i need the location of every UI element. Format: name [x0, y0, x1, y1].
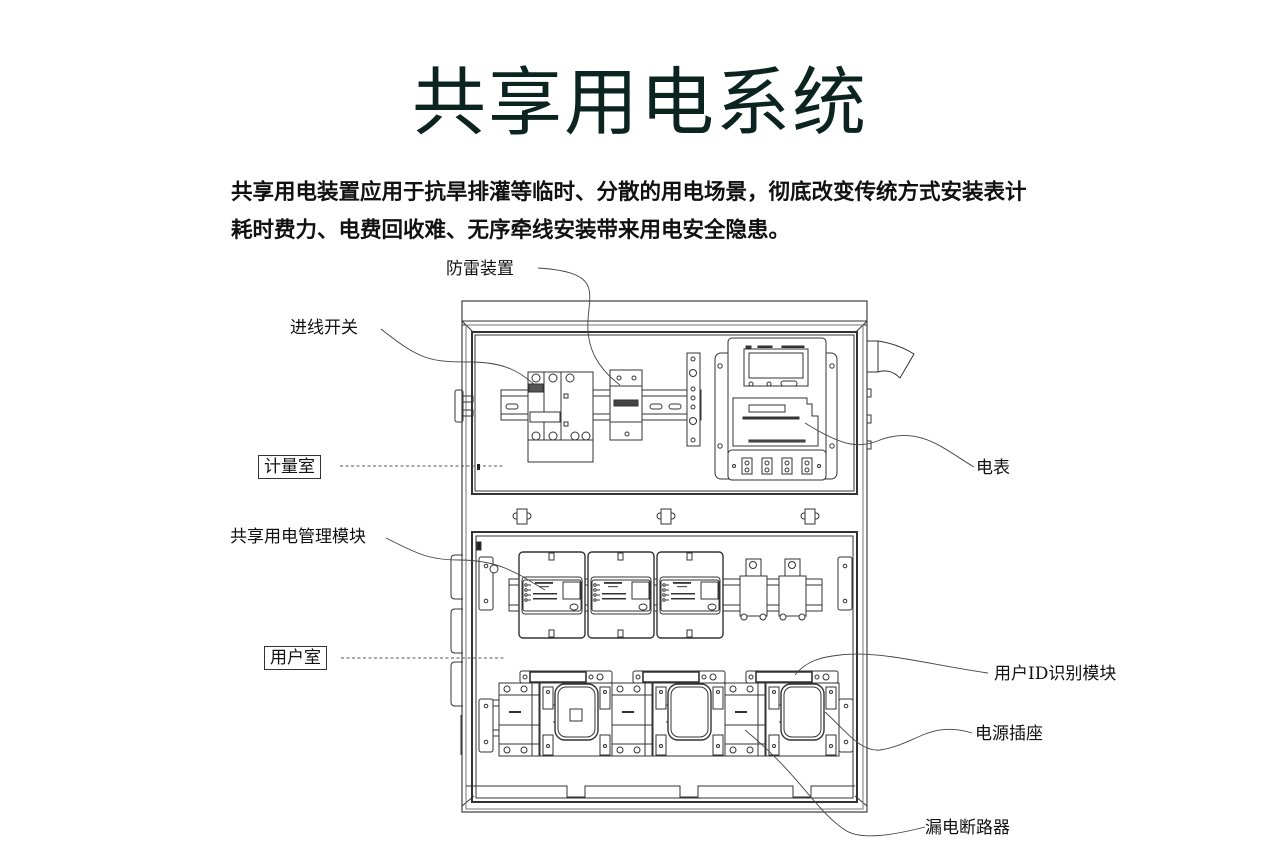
- user-id-module: [520, 671, 612, 683]
- callout-meter-room: 计量室: [258, 455, 321, 479]
- leakage-breaker: [725, 683, 765, 756]
- power-socket: [653, 683, 726, 756]
- page-title: 共享用电系统: [412, 60, 868, 146]
- cabinet-bottom: [466, 786, 855, 797]
- electric-meter-device: [715, 338, 837, 480]
- compartment-hinges: [513, 509, 819, 524]
- management-module: [657, 552, 723, 638]
- hinge-left: [455, 390, 473, 422]
- callout-incoming-switch: 进线开关: [290, 318, 358, 338]
- socket-unit: [612, 671, 726, 756]
- callout-management-module: 共享用电管理模块: [230, 527, 366, 547]
- cabinet-frame: [462, 301, 867, 812]
- leakage-breaker: [499, 683, 539, 756]
- socket-unit: [499, 671, 613, 756]
- socket-units: [499, 671, 839, 756]
- socket-unit: [725, 671, 839, 756]
- side-brackets: [479, 557, 853, 752]
- callout-power-socket: 电源插座: [975, 724, 1043, 744]
- callout-user-room: 用户室: [264, 646, 327, 670]
- terminal-strip: [687, 353, 700, 446]
- management-modules: [519, 552, 723, 638]
- user-room-compartment: [472, 532, 857, 802]
- description-line-2: 耗时费力、电费回收难、无序牵线安装带来用电安全隐患。: [231, 218, 791, 243]
- description-line-1: 共享用电装置应用于抗旱排灌等临时、分散的用电场景，彻底改变传统方式安装表计: [231, 180, 1027, 205]
- power-socket: [766, 683, 839, 756]
- user-id-module: [746, 671, 838, 683]
- power-socket: [540, 683, 613, 756]
- current-transformers: [740, 559, 806, 620]
- callout-leakage-breaker: 漏电断路器: [925, 818, 1010, 838]
- incoming-switch-device: [528, 372, 593, 462]
- meter-room-compartment: [472, 332, 857, 494]
- management-module: [588, 552, 654, 638]
- leader-lines: [381, 268, 988, 836]
- left-latches: [451, 555, 463, 755]
- callout-user-id-module: 用户ID识别模块: [994, 664, 1117, 684]
- callout-electric-meter: 电表: [976, 458, 1010, 478]
- cable-gland-pipe: [867, 341, 914, 449]
- callout-surge-protector: 防雷装置: [446, 259, 514, 279]
- user-id-module: [633, 671, 725, 683]
- management-module: [519, 552, 585, 638]
- leakage-breaker: [612, 683, 652, 756]
